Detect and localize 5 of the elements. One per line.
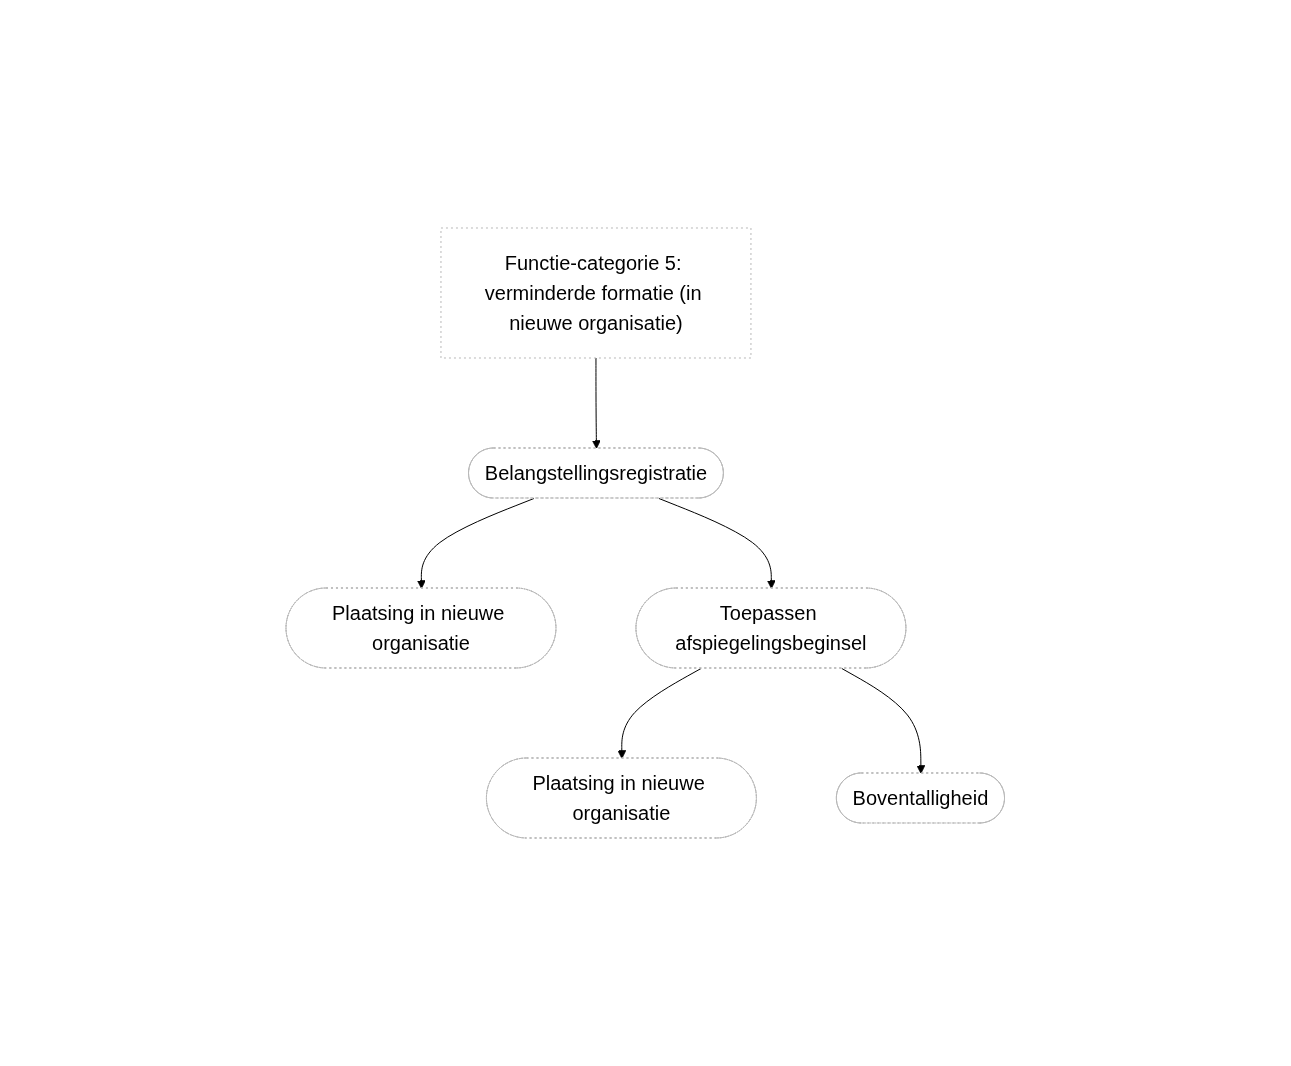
arrow (617, 668, 702, 759)
arrow (841, 668, 926, 774)
arrow (592, 357, 601, 449)
arrow (658, 498, 776, 589)
arrow (417, 498, 535, 589)
